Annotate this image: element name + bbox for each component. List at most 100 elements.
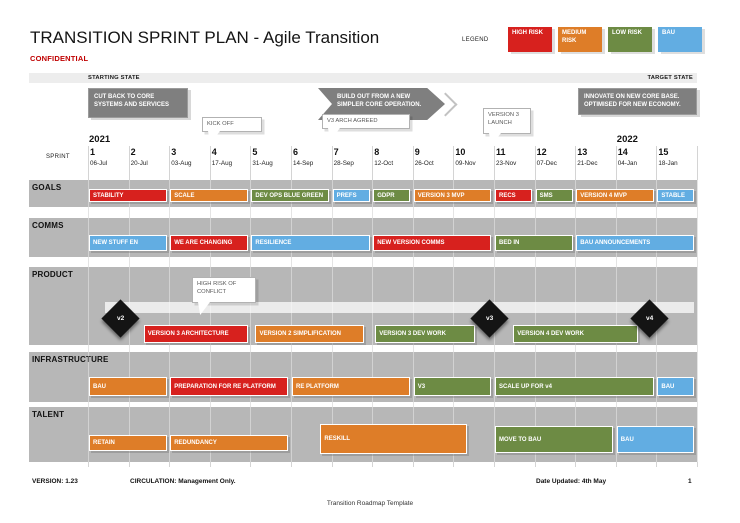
bar-bau-announcements: BAU ANNOUNCEMENTS [576,235,695,251]
state-banner-3: INNOVATE ON NEW CORE BASE. OPTIMISED FOR… [578,88,697,115]
gridline [575,180,577,462]
sprint-date-6: 14-Sep [293,160,314,167]
sprint-number-4: 4 [211,147,217,157]
row-label-comms: COMMS [32,221,64,230]
gridline [534,180,536,462]
confidential-label: CONFIDENTIAL [30,54,89,63]
sprint-date-4: 17-Aug [211,160,233,167]
sprint-number-10: 10 [455,147,466,157]
callout-v3-arch-agreed: V3 ARCH AGREED [322,114,410,129]
bar-bed-in: BED IN [495,235,573,251]
gridline [412,180,414,462]
bar-version-3-architecture: VERSION 3 ARCHITECTURE [143,325,248,343]
footer-template-title: Transition Roadmap Template [326,500,414,507]
sprint-number-11: 11 [496,147,506,157]
legend-chip-low-risk: LOW RISK [608,27,652,52]
callout-high-risk-of-conflict: HIGH RISK OF CONFLICT [192,277,256,303]
sprint-row-label: SPRINT [46,154,70,160]
sprint-number-2: 2 [130,147,136,157]
milestone-label-v4: v4 [646,314,654,322]
sprint-date-7: 28-Sep [333,160,354,167]
sprint-number-15: 15 [658,147,669,157]
footer-page-number: 1 [688,478,692,485]
legend-chip-bau: BAU [658,27,702,52]
arrow-chevron-outline [433,92,458,117]
bar-new-version-comms: NEW VERSION COMMS [373,235,492,251]
bar-bau: BAU [657,377,695,396]
bar-sms: SMS [535,189,573,202]
sprint-date-5: 31-Aug [252,160,273,167]
bar-redundancy: REDUNDANCY [170,435,289,451]
sprint-date-13: 21-Dec [577,160,598,167]
row-label-product: PRODUCT [32,270,73,279]
gridline [697,180,698,462]
gridline [88,180,89,462]
bar-scale: SCALE [170,189,248,202]
state-banner-1: CUT BACK TO CORE SYSTEMS AND SERVICES [88,88,188,118]
legend-chip-medium-risk: MEDIUM RISK [558,27,602,52]
sprint-number-12: 12 [536,147,547,157]
callout-tail [328,128,340,141]
gridline [169,180,171,462]
sprint-number-14: 14 [617,147,628,157]
bar-version-3-dev-work: VERSION 3 DEV WORK [375,325,476,343]
bar-v3: V3 [413,377,492,396]
footer-date-updated: Date Updated: 4th May [536,478,607,485]
sprint-number-5: 5 [252,147,258,157]
gridline [209,180,211,462]
product-timeline-strip [105,302,694,313]
bar-stability: STABILITY [89,189,167,202]
bar-we-are-changing: WE ARE CHANGING [170,235,248,251]
callout-kick-off: KICK OFF [202,117,262,132]
sprint-date-3: 03-Aug [171,160,192,167]
legend-label: LEGEND [462,37,489,43]
sprint-date-14: 04-Jan [617,160,638,167]
sprint-number-3: 3 [171,147,177,157]
gridline [697,146,698,467]
sprint-date-9: 26-Oct [414,160,434,167]
bar-dev-ops-blue-green: DEV OPS BLUE GREEN [251,189,330,202]
sprint-date-2: 20-Jul [130,160,148,167]
bar-recs: RECS [495,189,533,202]
milestone-label-v2: v2 [117,314,125,322]
bar-new-stuff-en: NEW STUFF EN [89,235,167,251]
sprint-number-7: 7 [333,147,339,157]
sprint-number-13: 13 [577,147,588,157]
year-label-2022: 2022 [616,134,638,145]
legend-chip-high-risk: HIGH RISK [508,27,552,52]
sprint-date-11: 23-Nov [496,160,517,167]
bar-version-2-simplification: VERSION 2 SIMPLIFICATION [255,325,364,343]
target-state-label: TARGET STATE [647,74,693,81]
row-label-goals: GOALS [32,183,62,192]
sprint-number-6: 6 [293,147,299,157]
bar-version-4-mvp: VERSION 4 MVP [576,189,654,202]
callout-tail [208,131,220,144]
sprint-date-8: 12-Oct [374,160,394,167]
states-bar: STARTING STATE TARGET STATE [29,73,697,83]
bar-reskill: RESKILL [320,424,468,454]
bar-retain: RETAIN [89,435,167,451]
page-title: TRANSITION SPRINT PLAN - Agile Transitio… [30,28,380,47]
gridline [372,180,374,462]
gridline [250,180,252,462]
bar-re-platform: RE PLATFORM [292,377,411,396]
sprint-number-8: 8 [374,147,380,157]
footer-version: VERSION: 1.23 [32,478,78,485]
row-label-talent: TALENT [32,410,65,419]
gridline [331,180,333,462]
bar-stable: STABLE [657,189,695,202]
bar-bau: BAU [616,426,695,453]
row-label-infrastructure: INFRASTRUCTURE [32,355,109,364]
sprint-date-10: 09-Nov [455,160,476,167]
callout-version-3-launch: VERSION 3 LAUNCH [483,108,531,134]
sprint-number-9: 9 [414,147,420,157]
bar-prefs: PREFS [332,189,370,202]
sprint-date-12: 07-Dec [536,160,557,167]
sprint-number-1: 1 [90,147,96,157]
bar-version-3-mvp: VERSION 3 MVP [413,189,492,202]
starting-state-label: STARTING STATE [88,74,140,81]
bar-resilience: RESILIENCE [251,235,370,251]
bar-version-4-dev-work: VERSION 4 DEV WORK [513,325,638,343]
gridline [453,180,455,462]
